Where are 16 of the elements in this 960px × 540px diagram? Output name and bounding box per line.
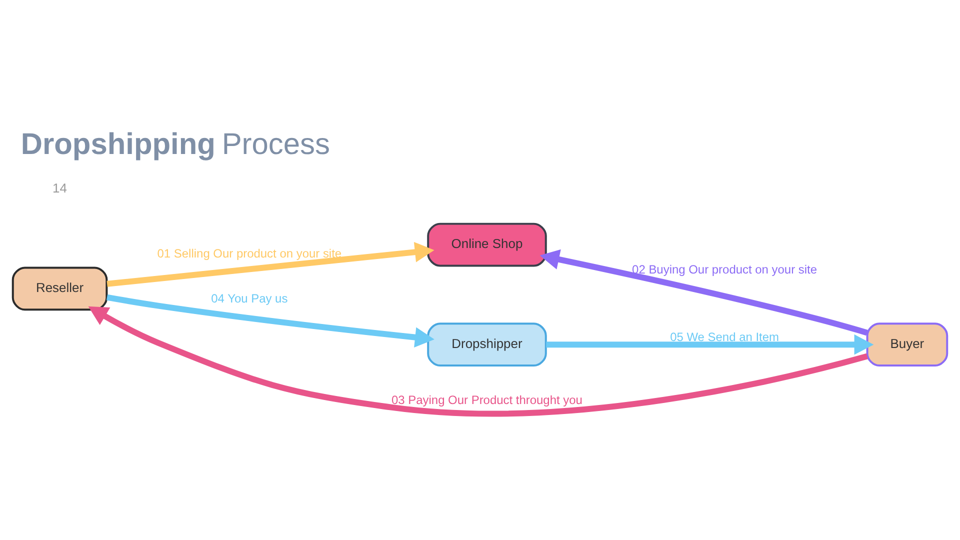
label: 14: [52, 180, 67, 195]
node-box: Dropshipper: [427, 322, 547, 366]
arrow: [106, 241, 434, 286]
edge-label: 02 Buying Our product on your site: [632, 262, 818, 276]
arrow: [88, 306, 868, 416]
node-box: Reseller: [12, 266, 108, 310]
edge-label: 01 Selling Our product on your site: [157, 246, 342, 260]
edge-label: 03 Paying Our Product throught you: [392, 392, 582, 407]
node-box: Buyer: [866, 322, 948, 366]
node-box: Online Shop: [427, 222, 547, 266]
diagram-title: Dropshipping Process: [20, 127, 330, 160]
edge-label: 05 We Send an Item: [670, 330, 779, 344]
arrow: [546, 334, 874, 354]
edge-label: 04 You Pay us: [211, 290, 288, 305]
arrow: [540, 248, 868, 336]
arrow: [106, 294, 434, 347]
